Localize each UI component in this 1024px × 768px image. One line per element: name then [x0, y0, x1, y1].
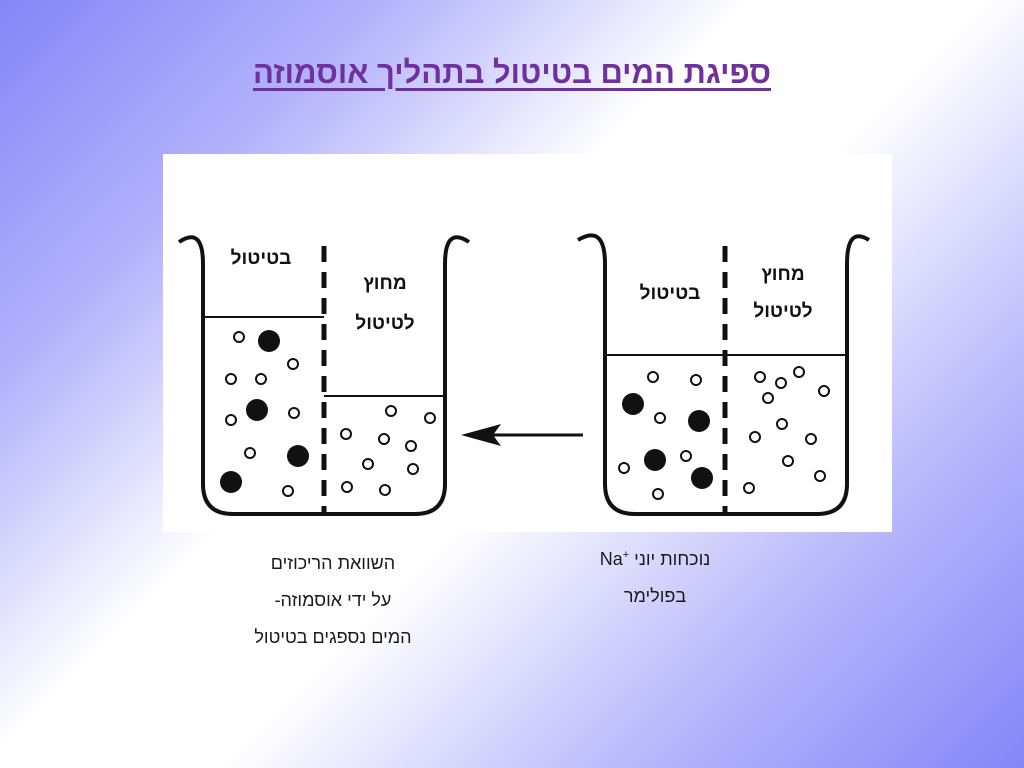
caption-left-line-2: על ידי אוסמוזה-: [274, 590, 392, 610]
left-outside-label-1: מחוץ: [363, 273, 406, 294]
ion-charge: +: [622, 549, 630, 561]
right-inside-ions: [622, 393, 713, 489]
caption-left-line-3: המים נספגים בטיטול: [254, 627, 412, 647]
right-inside-label: בטיטול: [640, 283, 701, 304]
caption-right-line-2: בפולימר: [623, 586, 687, 606]
ion-symbol: Na: [599, 549, 623, 569]
caption-before-osmosis: נוכחות יוני Na+ בפולימר: [560, 537, 750, 615]
right-outside-label-1: מחוץ: [761, 264, 804, 285]
caption-right-line-1-text: נוכחות יוני: [634, 549, 711, 569]
caption-right-line-1: נוכחות יוני Na+: [560, 537, 750, 578]
right-outside-particles: [743, 366, 830, 494]
direction-arrow: [461, 424, 583, 446]
caption-after-osmosis: השוואת הריכוזים על ידי אוסמוזה- המים נספ…: [213, 545, 453, 656]
left-inside-ions: [220, 330, 309, 493]
right-inside-particles: [618, 371, 702, 500]
slide-title: ספיגת המים בטיטול בתהליך אוסמוזה: [252, 55, 771, 90]
left-outside-label-2: לטיטול: [355, 313, 414, 334]
left-beaker: בטיטול מחוץ לטיטול: [177, 235, 471, 516]
left-outside-particles: [340, 405, 436, 496]
sodium-ion-label: Na+: [600, 549, 629, 569]
caption-left-line-1: השוואת הריכוזים: [270, 553, 396, 573]
right-beaker: בטיטול מחוץ לטיטול: [576, 233, 871, 516]
left-inside-label: בטיטול: [231, 248, 292, 269]
left-inside-particles: [225, 331, 300, 497]
osmosis-diagram: בטיטול מחוץ לטיטול: [163, 154, 892, 532]
right-outside-label-2: לטיטול: [753, 301, 812, 322]
